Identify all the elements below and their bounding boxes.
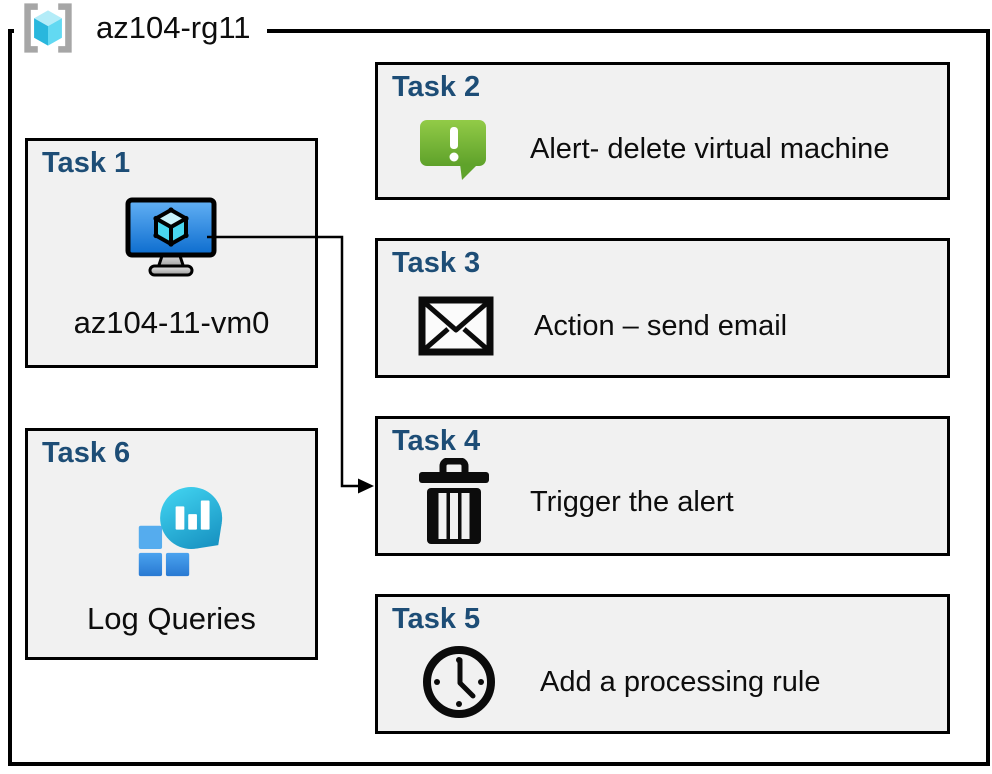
task-2-title: Task 2 (392, 71, 481, 103)
task-2-box: Task 2 Alert- delete virtual machine (375, 62, 950, 200)
task-6-box: Task 6 Log Queries (25, 428, 318, 660)
resource-group-legend: az104-rg11 (14, 1, 267, 55)
task-4-title: Task 4 (392, 425, 481, 457)
task-4-label: Trigger the alert (530, 485, 734, 518)
task-5-label: Add a processing rule (540, 665, 821, 698)
task-6-title: Task 6 (42, 437, 131, 469)
task-6-label: Log Queries (87, 601, 256, 636)
task-2-label: Alert- delete virtual machine (530, 132, 890, 165)
trash-can-icon (418, 458, 490, 546)
virtual-machine-icon (125, 197, 217, 277)
task-3-label: Action – send email (534, 309, 788, 342)
clock-icon (418, 643, 500, 721)
alert-speech-bubble-icon (418, 116, 490, 182)
task-5-box: Task 5 Add a processing rule (375, 594, 950, 734)
resource-group-icon (18, 2, 78, 54)
task-1-box: Task 1 az104-11-vm0 (25, 138, 318, 368)
resource-group-name: az104-rg11 (96, 10, 251, 45)
task-5-title: Task 5 (392, 603, 481, 635)
email-envelope-icon (418, 296, 494, 356)
task-3-title: Task 3 (392, 247, 481, 279)
log-analytics-icon (131, 485, 228, 580)
task-1-title: Task 1 (42, 147, 131, 179)
task-1-label: az104-11-vm0 (73, 305, 270, 340)
task-4-box: Trigger the alert Task 4 (375, 416, 950, 556)
task-3-box: Task 3 Action – send email (375, 238, 950, 378)
